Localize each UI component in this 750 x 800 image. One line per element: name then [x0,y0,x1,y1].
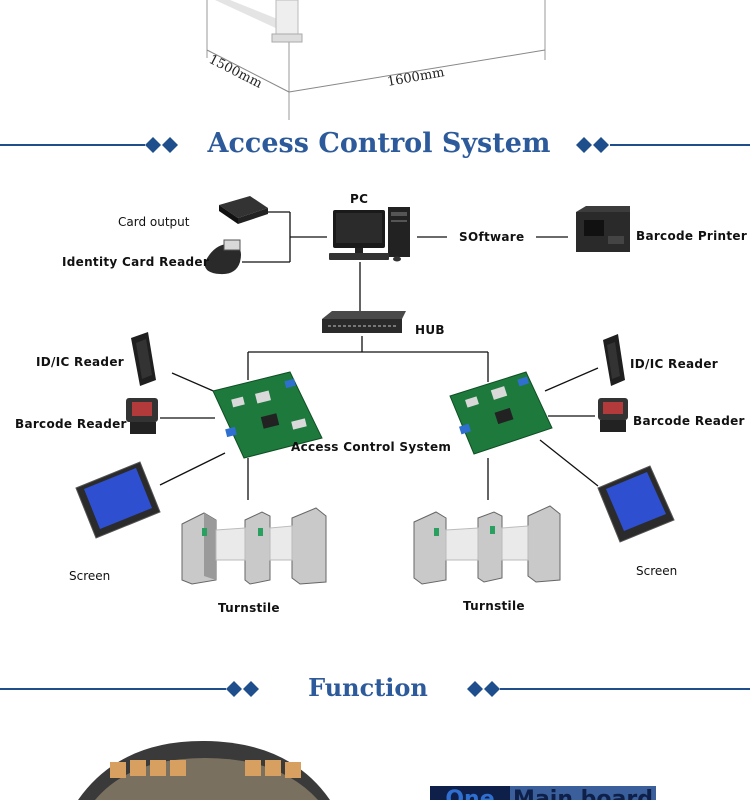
left-idic-reader-icon [131,332,156,386]
diamond-icon [226,681,259,697]
section-divider-function [0,681,750,697]
pc-icon [329,207,410,262]
controller-label: Access Control System [291,440,451,454]
dimension-label-width: 1600mm [386,65,445,90]
right-barcode-reader-label: Barcode Reader [633,414,745,428]
section-divider-access [0,137,750,153]
right-screen-label: Screen [636,564,677,578]
diamond-icon [145,137,178,153]
turnstile-post [275,0,299,37]
left-screen-icon [75,461,161,539]
left-screen-label: Screen [69,569,110,583]
right-idic-reader-icon [603,334,625,386]
right-barcode-reader-icon [598,398,628,432]
dimension-label-depth: 1500mm [206,52,264,92]
left-barcode-reader-label: Barcode Reader [15,417,127,431]
barcode-printer-icon [576,206,630,252]
section-title-access: Access Control System [207,128,551,159]
card-output-device-icon [219,196,268,224]
card-output-label: Card output [118,215,190,229]
function-tab-number-bg [430,786,510,800]
right-controller-board-icon [449,371,553,455]
right-turnstile-icon [413,505,561,585]
identity-card-reader-label: Identity Card Reader [62,255,209,269]
right-turnstile-label: Turnstile [463,599,525,613]
identity-card-reader-icon [204,239,241,275]
left-barcode-reader-icon [126,398,158,434]
function-tab-label-bg [510,786,656,800]
turnstile-arm-shape [215,0,285,30]
barcode-printer-label: Barcode Printer [636,229,747,243]
main-board-photo [78,740,330,800]
hub-icon [322,311,406,333]
right-idic-reader-label: ID/IC Reader [630,357,718,371]
left-controller-board-icon [212,371,323,459]
dimension-line-depth [206,49,290,93]
left-turnstile-icon [181,507,327,585]
pc-label: PC [350,192,368,206]
diagram-wires [159,211,599,500]
left-turnstile-label: Turnstile [218,601,280,615]
hub-label: HUB [415,323,445,337]
left-idic-reader-label: ID/IC Reader [36,355,124,369]
right-screen-icon [597,465,675,543]
section-title-function: Function [308,673,428,702]
function-tab-label: Main board [513,787,653,800]
diamond-icon [576,137,609,153]
dimension-line-width [288,49,546,93]
diamond-icon [467,681,500,697]
turnstile-base [271,33,303,43]
function-tab: One Main board [430,786,656,800]
software-label: SOftware [459,230,524,244]
function-tab-number: One [445,787,494,800]
dimension-drawing: 1500mm 1600mm [206,0,546,120]
